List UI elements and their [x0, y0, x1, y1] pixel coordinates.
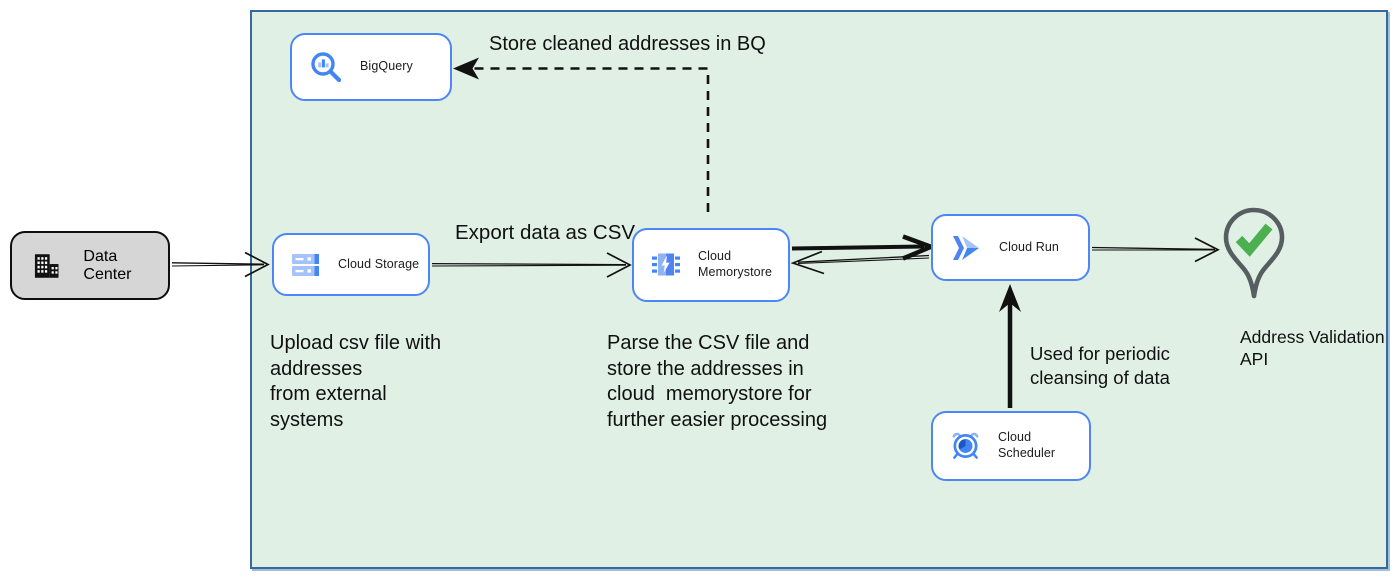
address-validation-api-label: Address Validation API [1240, 327, 1385, 369]
checkmark-icon [1235, 223, 1273, 257]
node-label: BigQuery [360, 59, 413, 74]
edge-label-store-cleaned: Store cleaned addresses in BQ [489, 33, 766, 55]
node-data-center[interactable]: Data Center [10, 231, 170, 300]
node-label: Cloud Storage [338, 256, 420, 271]
node-label: Cloud Scheduler [998, 430, 1056, 460]
node-cloud-run[interactable]: Cloud Run [931, 214, 1090, 281]
cloud-boundary-container [250, 10, 1388, 569]
memory-chip-bolt-icon [652, 253, 680, 276]
node-bigquery[interactable]: BigQuery [290, 33, 452, 101]
annotation-upload-csv: Upload csv file with addresses from exte… [270, 332, 442, 431]
node-cloud-storage[interactable]: Cloud Storage [272, 233, 430, 296]
building-icon [34, 253, 59, 278]
location-pin-check-icon[interactable] [1222, 206, 1286, 310]
edge-label-export-csv: Export data as CSV [455, 221, 636, 244]
magnifier-barchart-icon [311, 52, 342, 83]
storage-buckets-icon [292, 253, 319, 276]
alarm-clock-icon [952, 432, 979, 459]
node-label: Cloud Memorystore [698, 249, 773, 279]
node-cloud-scheduler[interactable]: Cloud Scheduler [931, 411, 1091, 481]
node-label: Data Center [83, 247, 132, 283]
node-label: Cloud Run [999, 239, 1059, 254]
edge-label-periodic-cleansing: Used for periodic cleansing of data [1030, 343, 1170, 388]
double-chevron-icon [953, 235, 979, 260]
annotation-parse-csv: Parse the CSV file and store the address… [607, 332, 828, 431]
node-cloud-memorystore[interactable]: Cloud Memorystore [632, 228, 790, 302]
